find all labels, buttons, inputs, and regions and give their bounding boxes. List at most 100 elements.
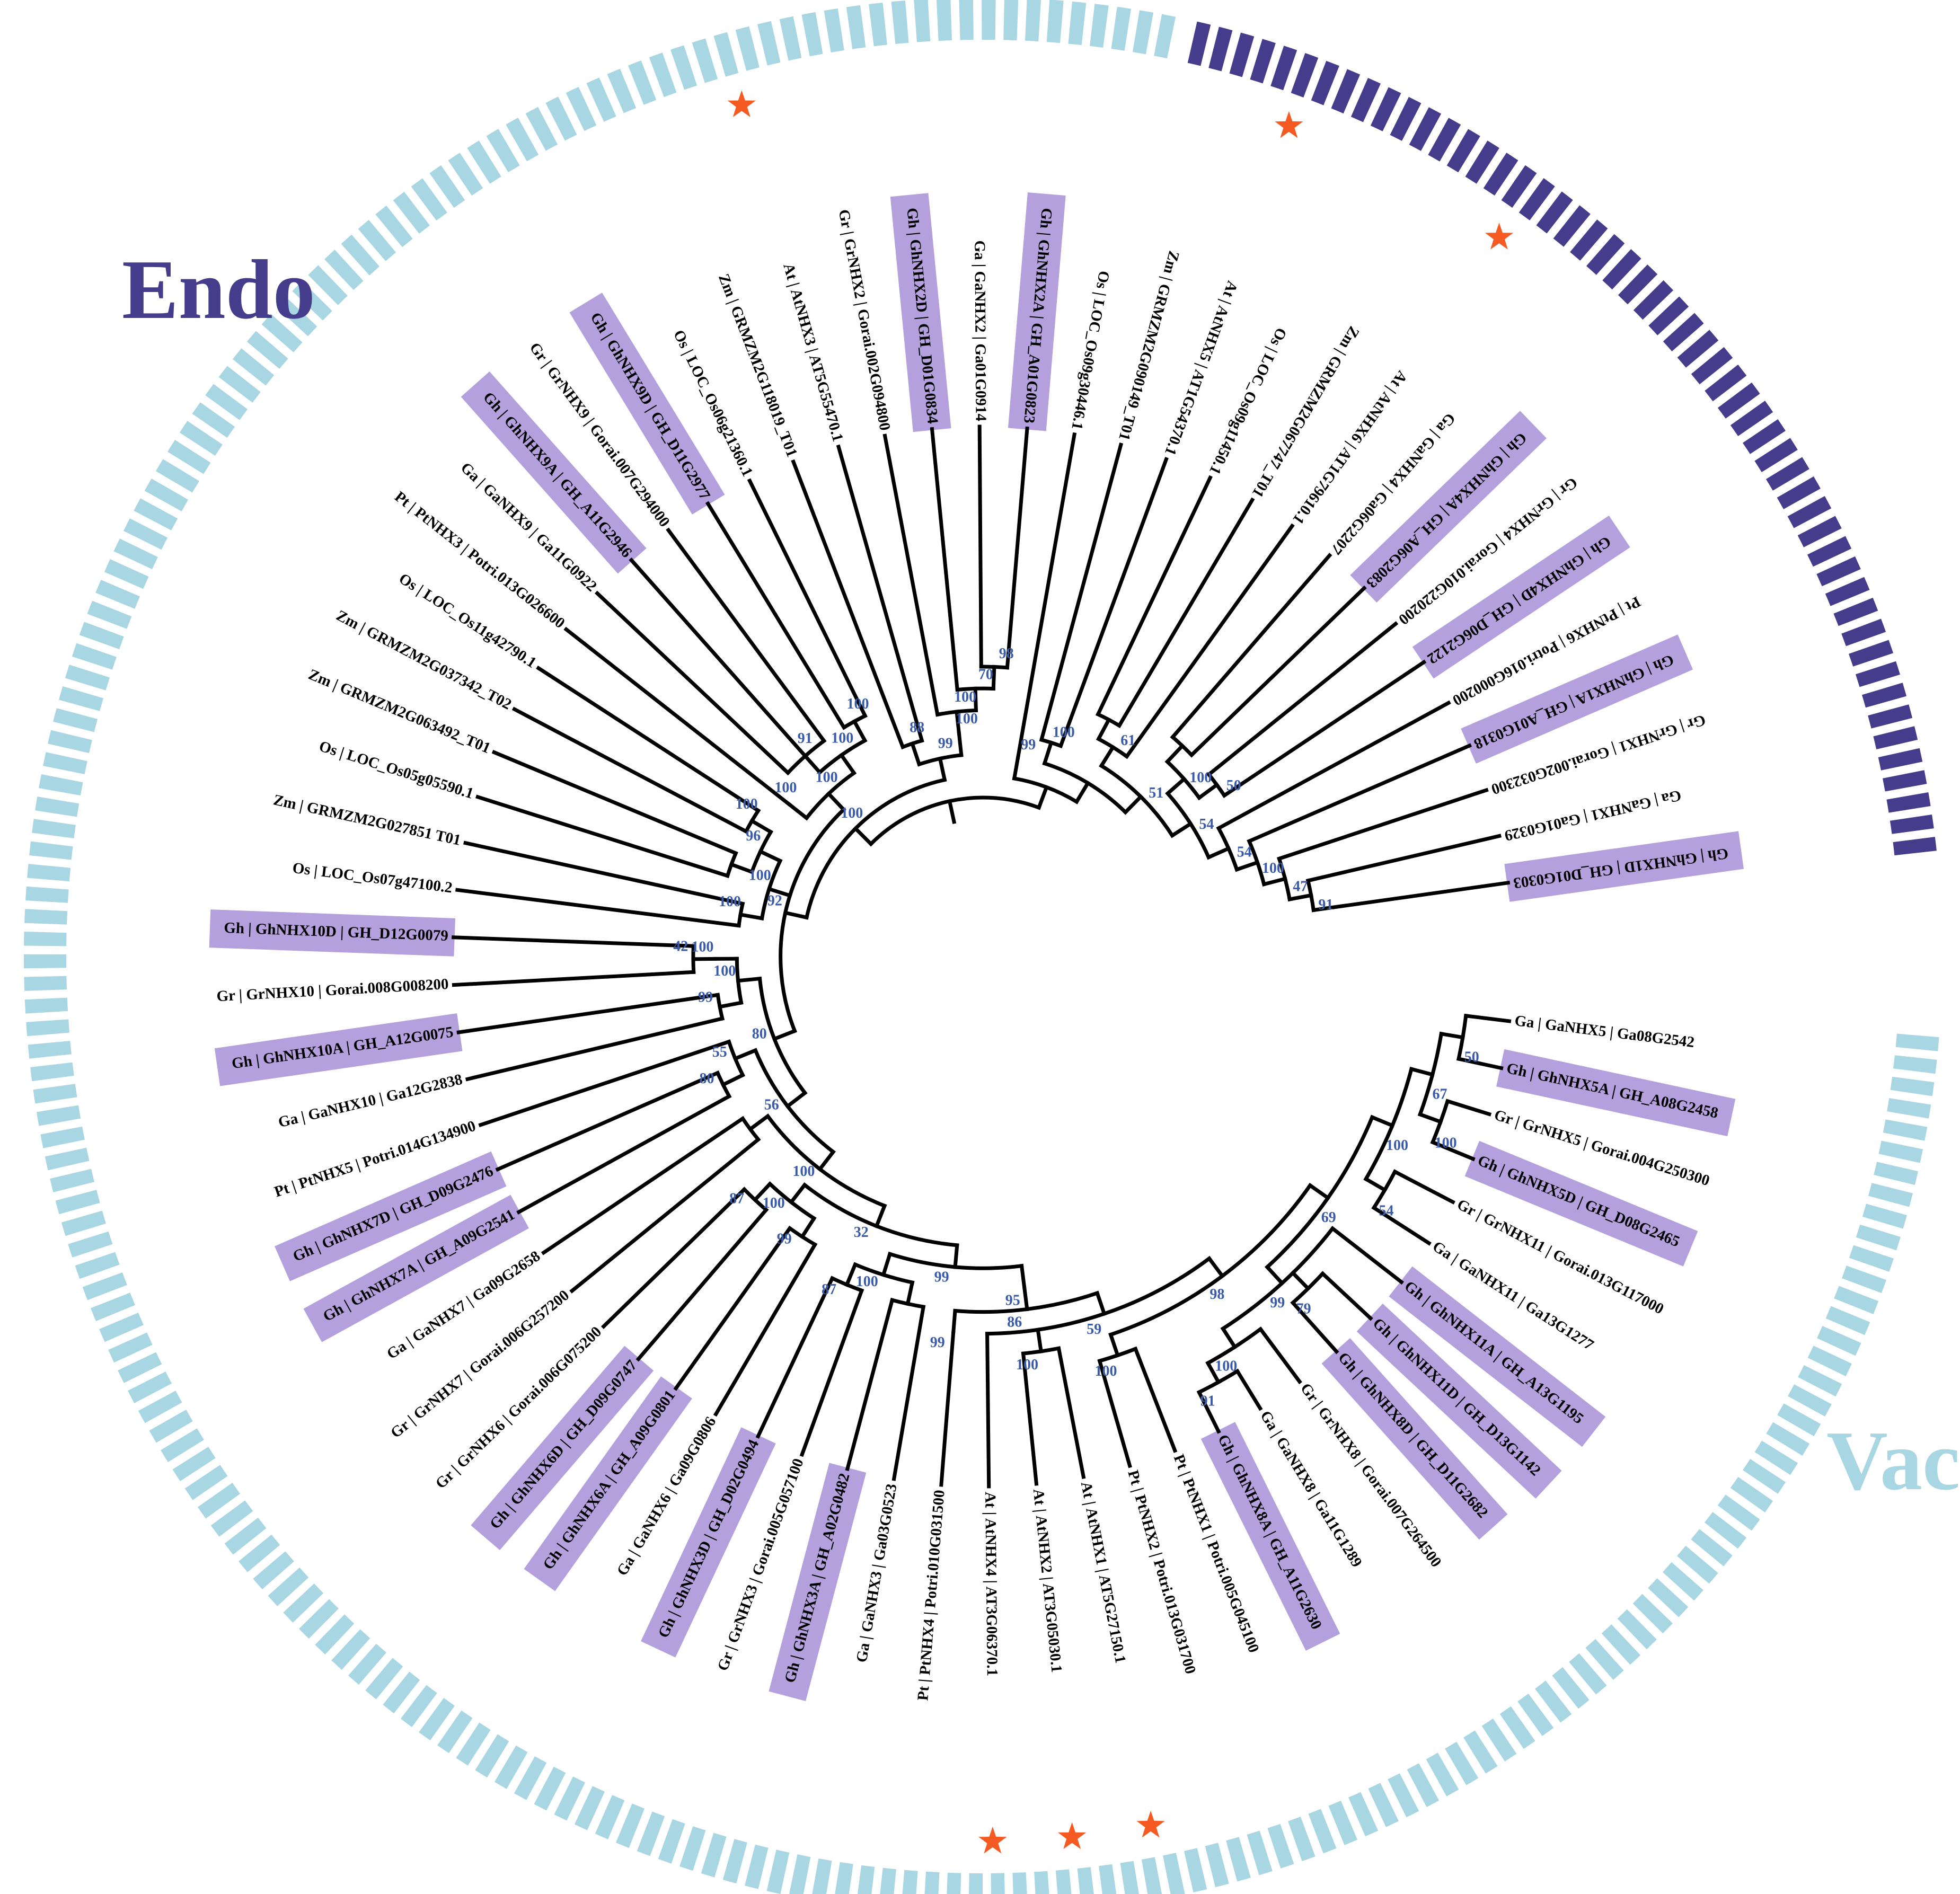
- endo-ring-segment: [1270, 46, 1297, 91]
- tree-arc: [804, 770, 857, 821]
- vac-ring-segment: [1025, 0, 1041, 42]
- vac-ring-segment: [218, 366, 261, 403]
- leaf-highlight: [1356, 1303, 1562, 1499]
- tree-branch: [749, 818, 773, 835]
- vac-ring-segment: [1887, 1098, 1931, 1119]
- tree-branch: [953, 1243, 959, 1269]
- vac-ring-segment: [1777, 1403, 1821, 1437]
- vac-ring-segment: [745, 1844, 769, 1889]
- tree-branch: [817, 1149, 836, 1172]
- tree-branch: [783, 910, 809, 920]
- vac-ring-segment: [924, 1871, 940, 1894]
- vac-ring-segment: [1388, 1773, 1419, 1818]
- tree-branch: [802, 753, 823, 775]
- tree-arc: [1099, 763, 1175, 838]
- vac-ring-segment: [184, 1465, 228, 1500]
- leaf-highlight: [1464, 1140, 1698, 1267]
- tree-arc: [841, 713, 868, 730]
- endo-ring-segment: [1825, 577, 1870, 606]
- leaf-label: Gr | GrNHX10 | Gorai.008G008200: [216, 976, 449, 1005]
- bootstrap-value: 91: [1200, 1393, 1215, 1409]
- vac-ring-segment: [649, 52, 677, 98]
- tree-arc: [740, 1116, 761, 1143]
- vac-ring-segment: [1798, 1365, 1842, 1397]
- vac-ring-segment: [23, 954, 67, 969]
- leaf: Ga | GaNHX3 | Ga03G0523: [853, 1483, 900, 1664]
- leaf: Ga | GaNHX5 | Ga08G2542: [1514, 1012, 1696, 1051]
- vac-ring-segment: [722, 1839, 747, 1884]
- vac-ring-segment: [1205, 1843, 1229, 1888]
- vac-ring-segment: [1288, 1817, 1316, 1862]
- tree-arc: [757, 976, 808, 1096]
- leaf: Gr | GrNHX2 | Gorai.002G094800: [835, 208, 894, 432]
- tree-arc: [985, 1255, 1212, 1336]
- bootstrap-value: 99: [934, 1269, 949, 1286]
- tree-branch: [1392, 1169, 1455, 1205]
- vac-ring-segment: [1825, 1306, 1870, 1335]
- tree-branch: [1330, 1226, 1405, 1285]
- vac-ring-segment: [1226, 1837, 1251, 1882]
- tree-arc: [1042, 761, 1128, 815]
- leaf-highlight: [1350, 411, 1547, 603]
- tree-arc: [852, 1262, 915, 1285]
- leaf-highlight: [1496, 1049, 1736, 1137]
- vac-ring-segment: [1517, 1693, 1554, 1736]
- tree-branch: [1222, 659, 1427, 798]
- tree-branch: [1320, 1271, 1373, 1321]
- vac-ring-segment: [161, 1428, 204, 1463]
- bootstrap-value: 100: [1016, 1357, 1038, 1373]
- bootstrap-value: 50: [1226, 777, 1241, 794]
- vac-ring-segment: [1267, 1824, 1294, 1869]
- vac-ring-segment: [75, 1252, 120, 1279]
- bootstrap-value: 99: [698, 989, 713, 1006]
- tree-branch: [1371, 1205, 1432, 1246]
- leaf-label: Os | LOC_Os09g30446.1: [1068, 270, 1113, 431]
- tree-branch: [1189, 585, 1367, 758]
- endo-ring-segment: [1311, 60, 1339, 105]
- leaf-label: Gh | GhNHX9A | GH_A11G2946: [480, 389, 635, 561]
- vac-ring-segment: [331, 1629, 370, 1670]
- leaf-label: Pt | PtNHX3 | Potri.013G026600: [391, 488, 568, 632]
- endo-ring-segment: [1849, 640, 1893, 667]
- bootstrap-value: 92: [767, 893, 782, 909]
- vac-ring-segment: [113, 538, 158, 570]
- vac-ring-segment: [61, 1210, 106, 1236]
- vac-ring-segment: [1499, 1706, 1535, 1749]
- highlight-box: [769, 1463, 867, 1702]
- bootstrap-value: 91: [798, 730, 813, 747]
- vac-ring-segment: [1766, 1422, 1810, 1456]
- vac-ring-segment: [25, 886, 69, 903]
- vac-ring-segment: [1663, 1562, 1703, 1601]
- highlight-box: [303, 1194, 529, 1342]
- highlight-box: [1389, 1266, 1606, 1447]
- bootstrap-value: 56: [764, 1096, 779, 1113]
- tree-branch: [1311, 880, 1511, 913]
- endo-ring-segment: [1841, 618, 1886, 647]
- tree-branch: [955, 710, 961, 736]
- leaf-label: Os | LOC_Os05g05590.1: [317, 738, 475, 802]
- leaf: Gh | GhNHX9D | GH_D11G2977: [587, 309, 713, 503]
- star-marker: [1485, 223, 1514, 250]
- vac-ring-segment: [24, 976, 67, 991]
- tree-branch: [785, 1090, 808, 1109]
- vac-ring-segment: [1308, 1809, 1337, 1854]
- endo-ring-segment: [1797, 516, 1842, 547]
- leaf: Os | LOC_Os09g30446.1: [1068, 270, 1113, 431]
- tree-branch: [718, 1001, 744, 1009]
- tree-branch: [516, 1093, 732, 1215]
- highlight-box: [1461, 634, 1693, 764]
- vac-ring-segment: [1184, 1848, 1207, 1892]
- bootstrap-value: 80: [752, 1026, 767, 1042]
- highlight-box: [1464, 1140, 1698, 1267]
- vac-ring-segment: [50, 1169, 95, 1192]
- bootstrap-value: 61: [1120, 732, 1135, 749]
- tree-branch: [1133, 1346, 1178, 1453]
- tree-arc: [1220, 1226, 1336, 1332]
- tree-branch: [465, 1016, 725, 1082]
- branch-layer: [452, 424, 1512, 1489]
- tree-branch: [910, 741, 922, 767]
- tree-branch: [853, 826, 874, 847]
- tree-branch: [1456, 1056, 1504, 1070]
- vac-ring-segment: [315, 1614, 355, 1654]
